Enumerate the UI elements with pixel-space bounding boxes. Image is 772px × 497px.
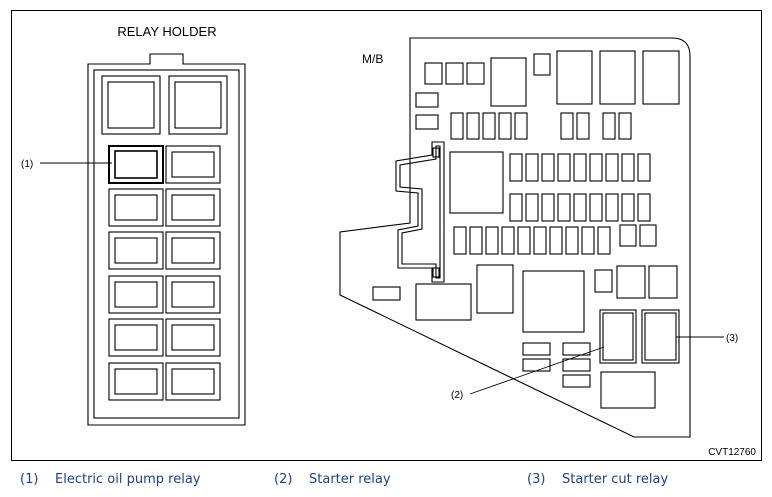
legend-num: (2) [274, 472, 293, 487]
electric-oil-pump-relay [108, 145, 164, 184]
legend-num: (3) [527, 472, 546, 487]
callout-2: (2) [451, 390, 463, 401]
mb-label: M/B [362, 52, 383, 66]
legend-item-1: (1) Electric oil pump relay [20, 472, 200, 487]
starter-relay [599, 309, 637, 364]
legend: (1) Electric oil pump relay (2) Starter re… [0, 466, 772, 494]
relay-holder-title: RELAY HOLDER [117, 24, 216, 39]
legend-item-3: (3) Starter cut relay [527, 472, 668, 487]
legend-num: (1) [20, 472, 39, 487]
callout-3: (3) [726, 333, 738, 344]
callout-1: (1) [21, 159, 33, 170]
relay-holder [87, 53, 246, 426]
main-box [339, 37, 691, 438]
figure-code: CVT12760 [708, 447, 756, 458]
starter-cut-relay [641, 309, 680, 364]
legend-item-2: (2) Starter relay [274, 472, 391, 487]
legend-text: Starter cut relay [562, 472, 669, 487]
legend-text: Starter relay [309, 472, 391, 487]
diagram-frame [11, 10, 762, 461]
legend-text: Electric oil pump relay [55, 472, 201, 487]
leader-lines [40, 162, 724, 395]
